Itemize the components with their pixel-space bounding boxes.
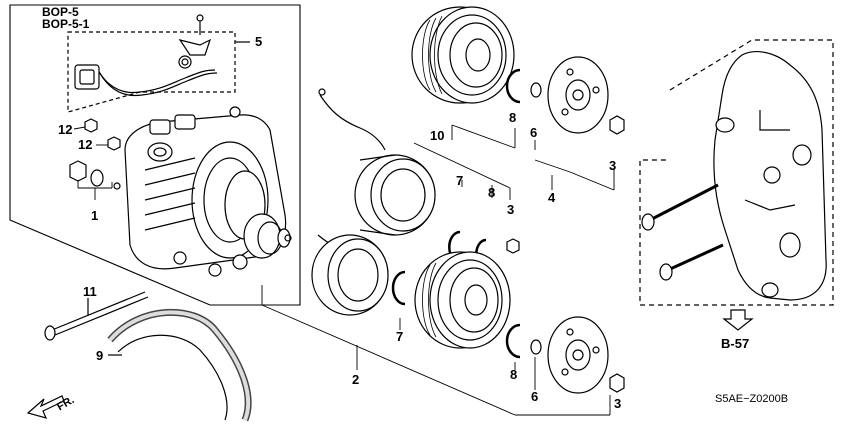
drawing-code: S5AE−Z0200B	[715, 393, 789, 405]
b57-arrow	[722, 309, 754, 331]
field-coil-upper	[318, 88, 436, 236]
lower-field-coil	[311, 234, 389, 316]
callout-8-mid[interactable]: 8	[488, 185, 496, 200]
callout-7-lower[interactable]: 7	[396, 329, 404, 344]
lower-shim	[530, 339, 542, 355]
callout-12-upper[interactable]: 12	[58, 122, 73, 137]
bracket-bolt-upper	[641, 183, 719, 231]
upper-armature	[547, 56, 609, 134]
callout-6-upper[interactable]: 6	[530, 125, 538, 140]
callout-8-upper[interactable]: 8	[509, 110, 517, 125]
small-parts	[69, 118, 121, 190]
callout-10[interactable]: 10	[430, 128, 445, 143]
lower-snap-ring-7	[391, 270, 406, 306]
callout-3-lower[interactable]: 3	[614, 396, 622, 411]
upper-shim	[530, 82, 542, 98]
callout-8-lower[interactable]: 8	[510, 367, 518, 382]
callout-11[interactable]: 11	[83, 284, 97, 299]
harness-box	[67, 31, 236, 113]
lower-snap-ring	[505, 323, 521, 359]
compressor-group-outline	[9, 4, 301, 306]
callout-7-upper[interactable]: 7	[456, 173, 464, 188]
bolt-11	[44, 291, 149, 341]
callout-1[interactable]: 1	[91, 208, 99, 223]
lower-armature	[547, 316, 609, 394]
lower-nut	[609, 373, 625, 393]
callout-2[interactable]: 2	[352, 372, 360, 387]
bracket-dashed-box	[639, 39, 834, 306]
bracket-bolt-lower	[659, 243, 724, 281]
upper-pulley	[411, 6, 515, 104]
callout-5[interactable]: 5	[255, 34, 263, 49]
upper-nut	[609, 115, 625, 135]
lower-pulley	[414, 251, 511, 349]
callout-3-mid[interactable]: 3	[507, 202, 515, 217]
compressor-bracket	[713, 51, 827, 301]
ref-b-57[interactable]: B-57	[721, 336, 750, 351]
compressor-body	[124, 106, 292, 277]
ref-bop-5-1[interactable]: BOP-5-1	[42, 17, 90, 31]
belt-9	[107, 308, 252, 422]
upper-snap-ring	[505, 68, 521, 104]
ref-bop-5[interactable]: BOP-5	[42, 5, 79, 19]
harness-cable	[74, 14, 218, 97]
callout-6-lower[interactable]: 6	[531, 389, 539, 404]
callout-12-lower[interactable]: 12	[78, 137, 93, 152]
callout-9[interactable]: 9	[96, 348, 104, 363]
callout-3-upper[interactable]: 3	[609, 158, 617, 173]
callout-4[interactable]: 4	[548, 190, 556, 205]
front-arrow	[26, 395, 65, 419]
